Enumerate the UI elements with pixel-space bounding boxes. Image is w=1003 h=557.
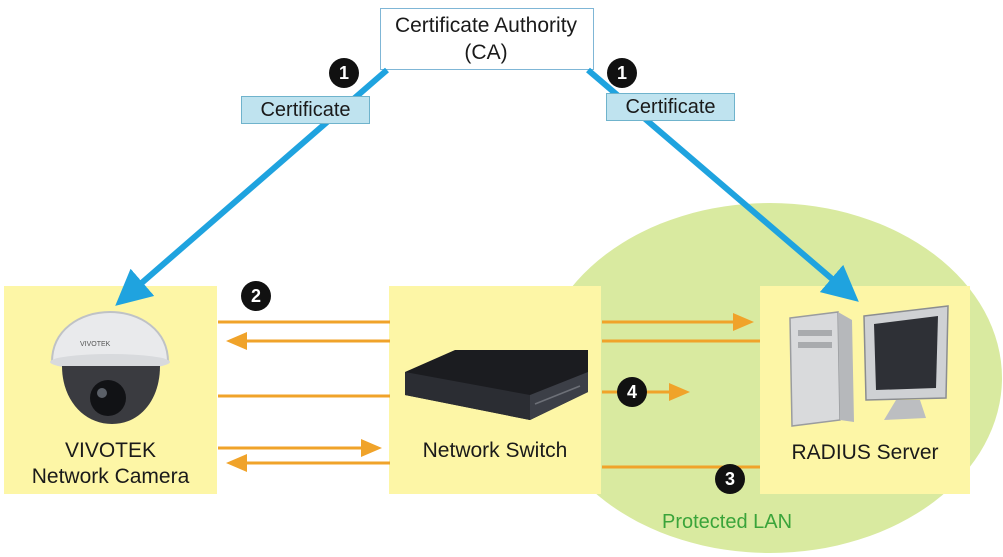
ca-line-1: Certificate Authority xyxy=(394,14,578,37)
svg-text:VIVOTEK: VIVOTEK xyxy=(80,341,111,348)
step-badge-4: 4 xyxy=(617,377,647,407)
camera-caption: VIVOTEK Network Camera xyxy=(4,438,217,490)
ca-line-2: (CA) xyxy=(464,41,508,64)
certificate-authority-box xyxy=(380,8,594,70)
step-badge-1-right: 1 xyxy=(607,58,637,88)
certificate-authority-label: Certificate Authority (CA) xyxy=(380,12,592,66)
step-badge-3: 3 xyxy=(715,464,745,494)
network-camera-icon: VIVOTEK xyxy=(50,310,170,424)
step-badge-1-left: 1 xyxy=(329,58,359,88)
camera-caption-line-1: VIVOTEK xyxy=(64,439,157,462)
radius-server-icon xyxy=(789,305,949,427)
server-caption: RADIUS Server xyxy=(791,441,939,464)
camera-caption-line-2: Network Camera xyxy=(31,465,190,488)
network-switch-icon xyxy=(405,350,588,420)
step-badge-2: 2 xyxy=(241,281,271,311)
switch-caption: Network Switch xyxy=(422,439,568,462)
certificate-label-left: Certificate xyxy=(241,96,370,124)
certificate-label-right: Certificate xyxy=(606,93,735,121)
protected-lan-label: Protected LAN xyxy=(662,511,793,533)
